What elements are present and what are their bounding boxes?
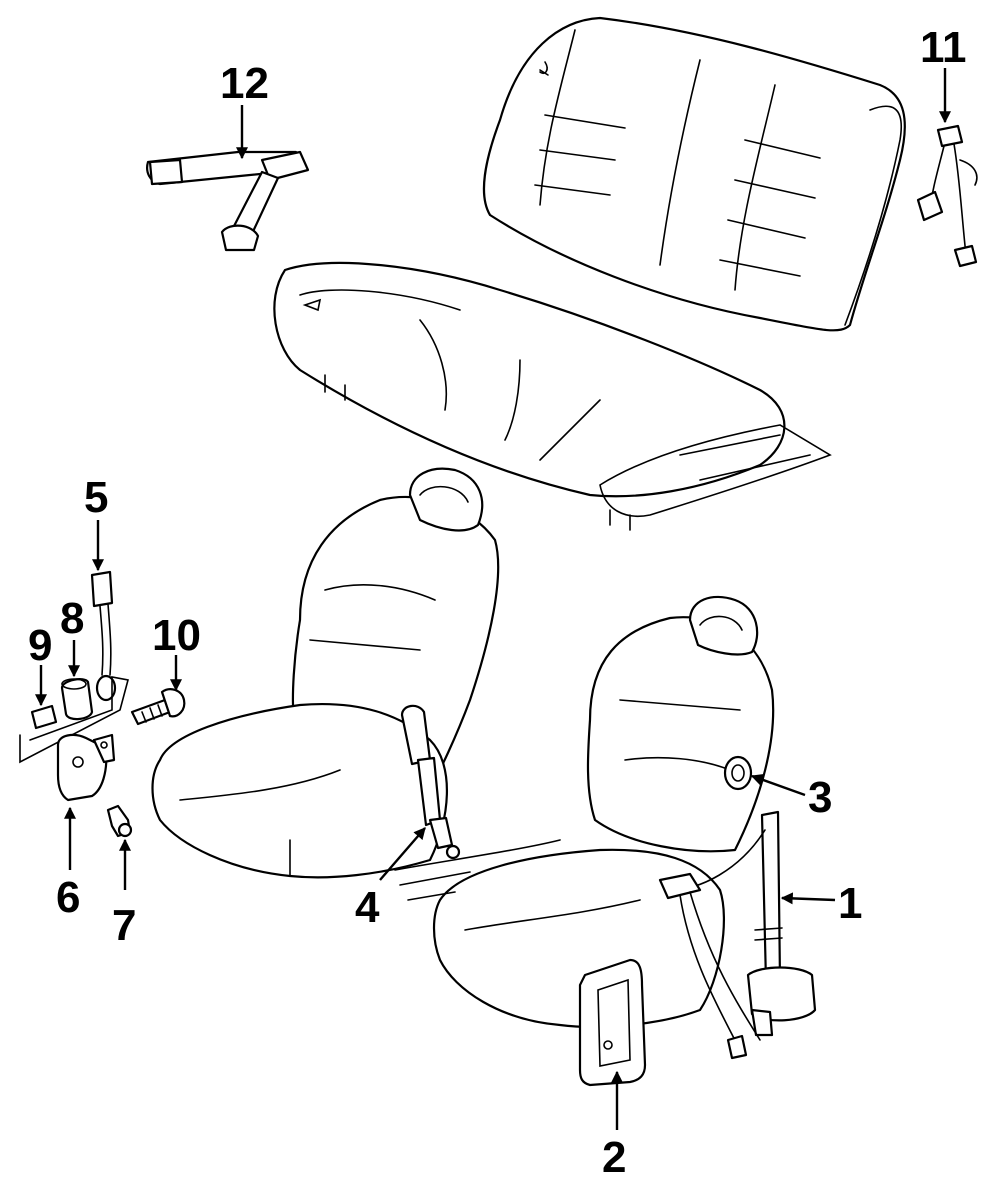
rear-center-belt [146,150,310,252]
cap [30,704,58,730]
collar [60,678,94,721]
callout-7: 7 [112,901,136,950]
rear-seat-cushion [273,261,832,531]
seat-belt-buckle [400,704,461,860]
callout-10: 10 [152,611,201,660]
rear-seat-back [482,16,906,332]
right-front-seat [394,595,775,1028]
backing-plate-group [19,676,129,764]
callout-9: 9 [28,621,52,670]
rear-outer-belt [916,124,978,268]
seat-side-shield [578,958,647,1087]
anchor-bolt [130,688,186,726]
leader-lines [35,68,951,1130]
anchor-bracket [56,733,116,802]
anchor-bolt-small [106,804,133,838]
callout-labels: 1 2 3 4 5 6 7 8 9 10 11 12 [28,23,967,1182]
callout-5: 5 [84,473,108,522]
callout-4: 4 [355,883,380,932]
front-belt-retractor [658,810,817,1060]
belt-strap [90,570,117,702]
callout-8: 8 [60,594,84,643]
callout-2: 2 [602,1133,626,1182]
callout-11: 11 [920,23,967,72]
callout-6: 6 [56,873,80,922]
callout-3: 3 [808,773,832,822]
shoulder-belt-guide [723,755,753,791]
callout-12: 12 [220,59,269,108]
left-front-seat [151,467,500,879]
callout-1: 1 [838,879,862,928]
